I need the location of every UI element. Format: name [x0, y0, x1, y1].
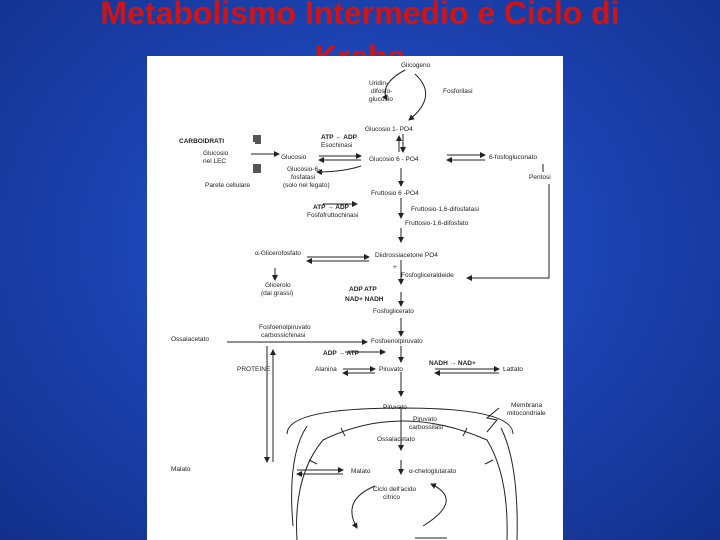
label-fosfoenol-carb-1: Fosfoenolpiruvato	[259, 324, 311, 331]
label-fosforilasi: Fosforilasi	[443, 88, 473, 95]
label-g6f-2: fosfatasi	[291, 174, 316, 181]
label-atp-adp-1: ATP ← ADP	[321, 134, 357, 141]
label-ciclo-2: citrico	[383, 494, 400, 501]
label-alfa-glicerofosfato: α-Glicerofosfato	[255, 250, 302, 257]
label-atp-adp-2: ATP → ADP	[313, 204, 349, 211]
label-glucosio-6-po4: Glucosio 6 - PO4	[369, 156, 419, 163]
label-glucosio-lec-2: nel LEC	[203, 158, 227, 165]
label-piruvato-2: Piruvato	[383, 404, 407, 411]
label-adp-atp-1: ADP ATP	[349, 286, 377, 293]
label-alanina: Alanina	[315, 366, 337, 373]
label-plus: +	[393, 264, 397, 271]
carbohydrate-icons	[253, 135, 261, 173]
label-uridin-3: glucosio	[369, 96, 393, 103]
label-uridin-1: Uridin-	[369, 80, 389, 87]
label-glicogeno: Glicogeno	[401, 62, 431, 69]
label-pentosi: Pentosi	[529, 174, 551, 181]
label-ossalacetato-center: Ossalacetato	[377, 436, 415, 443]
label-pir-carb-1: Piruvato	[413, 416, 437, 423]
label-cheto: α-chetoglutarato	[409, 468, 457, 475]
label-uridin-2: difosfo-	[371, 88, 393, 95]
label-fosfogluconato: 6-fosfogluconato	[489, 154, 538, 161]
label-malato-center: Malato	[351, 468, 371, 475]
label-ossalacetato-left: Ossalacetato	[171, 336, 209, 343]
label-g6f-3: (solo nel fegato)	[283, 182, 330, 189]
label-glucosio-lec-1: Glucosio	[203, 150, 229, 157]
label-piruvato: Piruvato	[379, 366, 403, 373]
label-glicerolo-1: Glicerolo	[265, 282, 291, 289]
label-nad-nadh: NAD+ NADH	[345, 296, 384, 303]
label-malato-left: Malato	[171, 466, 191, 473]
label-fruttosio-difosfatasi: Fruttosio-1,6-difosfatasi	[411, 206, 479, 213]
label-parete-cellulare: Parete cellulare	[205, 182, 251, 189]
label-fruttosio-difosfato: Fruttosio-1,6-difosfato	[405, 220, 469, 227]
label-pir-carb-2: carbossilasi	[409, 424, 443, 431]
diagram-arrows	[227, 69, 550, 540]
label-membrana-1: Membrana	[511, 402, 543, 409]
label-ciclo-1: Ciclo dell'acido	[373, 486, 417, 493]
label-membrana-2: mitocondriale	[507, 410, 546, 417]
label-nadh-nad: NADH → NAD+	[429, 360, 476, 367]
label-fosfoglicerato: Fosfoglicerato	[373, 308, 414, 315]
label-g6f-1: Glucosio-6-	[287, 166, 321, 173]
label-fosfofruttochinasi: Fosfofruttochinasi	[307, 212, 359, 219]
metabolism-diagram: Glicogeno Uridin- difosfo- glucosio Fosf…	[147, 56, 563, 540]
label-glucosio-1-po4: Glucosio 1- PO4	[365, 126, 413, 133]
label-glicerolo-2: (dai grassi)	[261, 290, 294, 297]
label-diidrossiacetone: Diidrossiacetone PO4	[375, 252, 438, 259]
label-glucosio: Glucosio	[281, 154, 307, 161]
label-fosfoenol-carb-2: carbossichinasi	[261, 332, 306, 339]
label-fosfogliceraldeide: Fosfogliceraldeide	[401, 272, 454, 279]
label-adp-atp-2: ADP → ATP	[323, 350, 359, 357]
label-proteine: PROTEINE	[237, 366, 271, 373]
label-lattato: Lattato	[503, 366, 523, 373]
label-carboidrati: CARBOIDRATI	[179, 138, 225, 145]
label-fruttosio-6-po4: Fruttosio 6 -PO4	[371, 190, 419, 197]
label-fosfoenolpiruvato: Fosfoenolpiruvato	[371, 338, 423, 345]
title-line-1: Metabolismo Intermedio e Ciclo di	[100, 0, 620, 31]
label-esochinasi: Esochinasi	[321, 142, 353, 149]
